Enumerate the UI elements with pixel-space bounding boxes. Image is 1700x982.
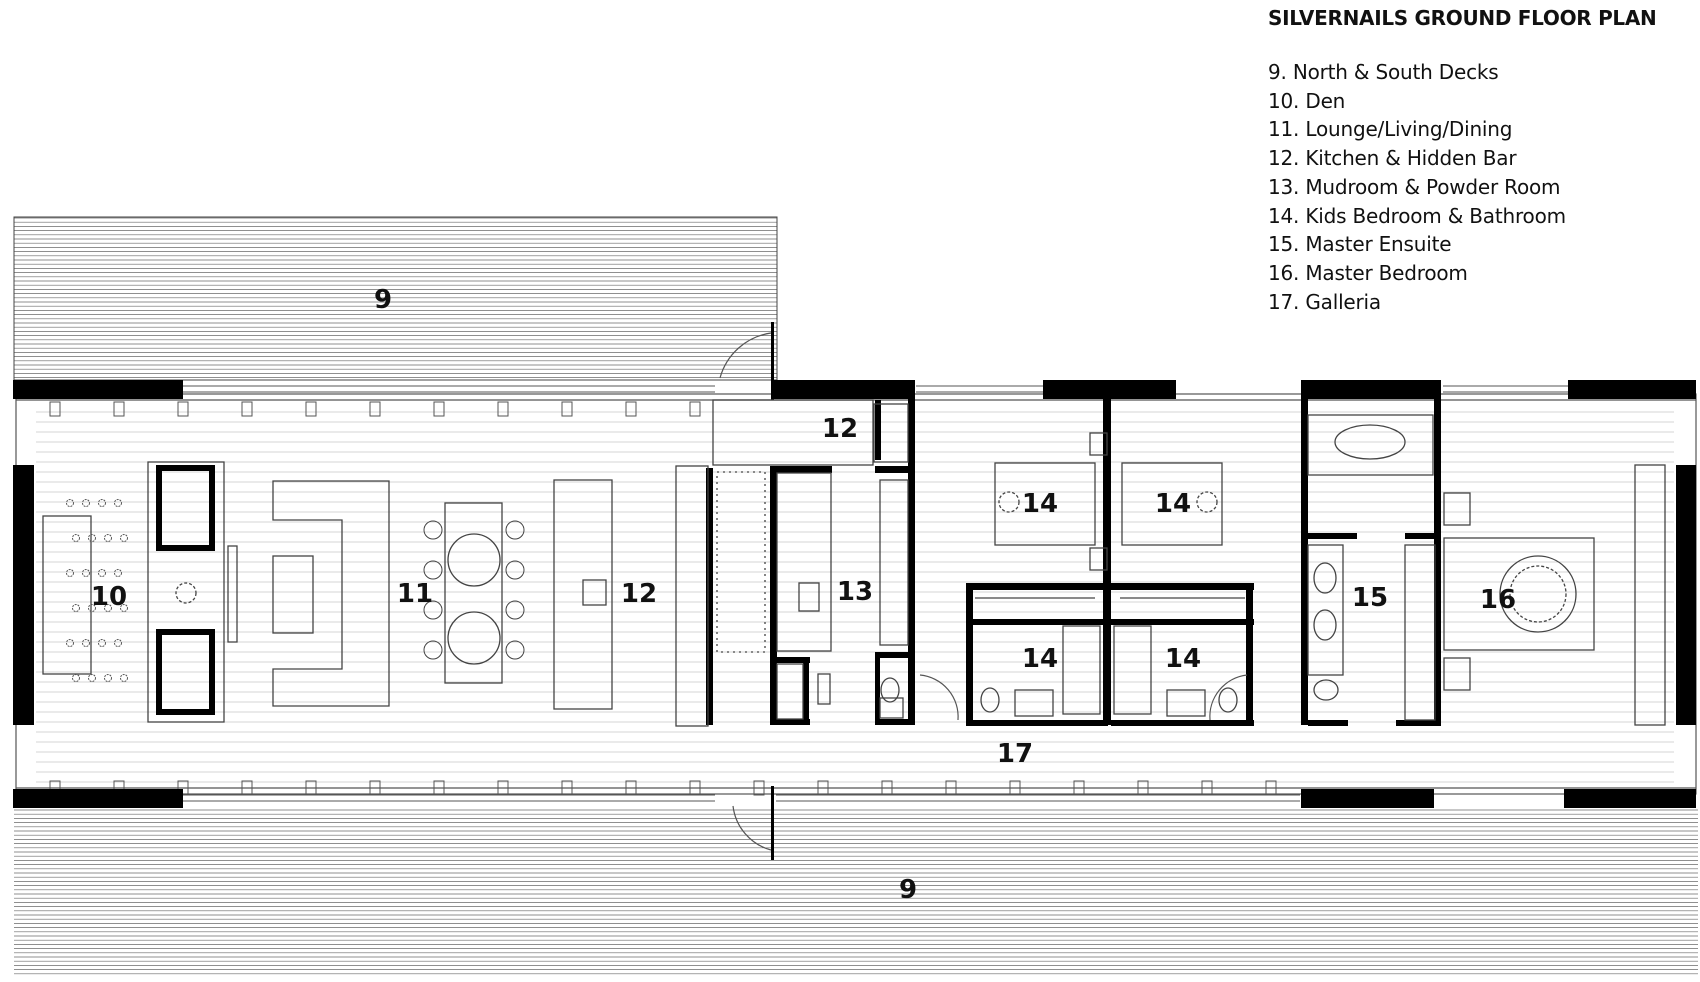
legend-item: 11. Lounge/Living/Dining	[1268, 117, 1513, 142]
room-label-master-bed: 16	[1480, 585, 1516, 615]
room-label-den: 10	[91, 582, 127, 612]
lounge-furniture	[272, 465, 709, 727]
north-deck	[13, 216, 778, 381]
room-label-kitchen-bar: 12	[822, 414, 858, 444]
legend-item: 17. Galleria	[1268, 289, 1381, 314]
room-label-kids-bath-1: 14	[1022, 644, 1058, 674]
room-label-kids-bath-2: 14	[1165, 644, 1201, 674]
legend-item: 15. Master Ensuite	[1268, 232, 1452, 257]
room-label-ensuite: 15	[1352, 583, 1388, 613]
legend-item: 12. Kitchen & Hidden Bar	[1268, 146, 1517, 171]
den-plant-circles	[66, 499, 128, 682]
legend-item: 9. North & South Decks	[1268, 60, 1499, 84]
room-label-deck-south: 9	[899, 875, 917, 905]
legend-list: 9. North & South Decks 10. Den 11. Loung…	[1268, 58, 1657, 316]
plan-legend: SILVERNAILS GROUND FLOOR PLAN 9. North &…	[1268, 6, 1657, 316]
master-suite-furniture	[1307, 414, 1666, 726]
kitchen-fixtures	[712, 399, 909, 720]
room-label-kids-bed-1: 14	[1022, 489, 1058, 519]
room-label-kids-bed-2: 14	[1155, 489, 1191, 519]
legend-item: 10. Den	[1268, 88, 1346, 113]
room-label-kitchen: 12	[621, 579, 657, 609]
room-label-deck-north: 9	[374, 285, 392, 315]
floor-boards	[36, 411, 1674, 783]
room-label-mudroom: 13	[837, 577, 873, 607]
dining-chairs	[423, 520, 525, 660]
room-label-galleria: 17	[997, 739, 1033, 769]
legend-item: 16. Master Bedroom	[1268, 260, 1468, 285]
den-furniture	[42, 461, 238, 723]
kids-rooms-furniture	[975, 432, 1245, 717]
door-swings	[719, 332, 1248, 851]
legend-item: 13. Mudroom & Powder Room	[1268, 174, 1561, 199]
plan-title: SILVERNAILS GROUND FLOOR PLAN	[1268, 6, 1657, 30]
south-deck	[14, 809, 1698, 975]
room-label-lounge: 11	[397, 579, 433, 609]
window-rails	[49, 385, 1568, 802]
legend-item: 14. Kids Bedroom & Bathroom	[1268, 203, 1566, 228]
